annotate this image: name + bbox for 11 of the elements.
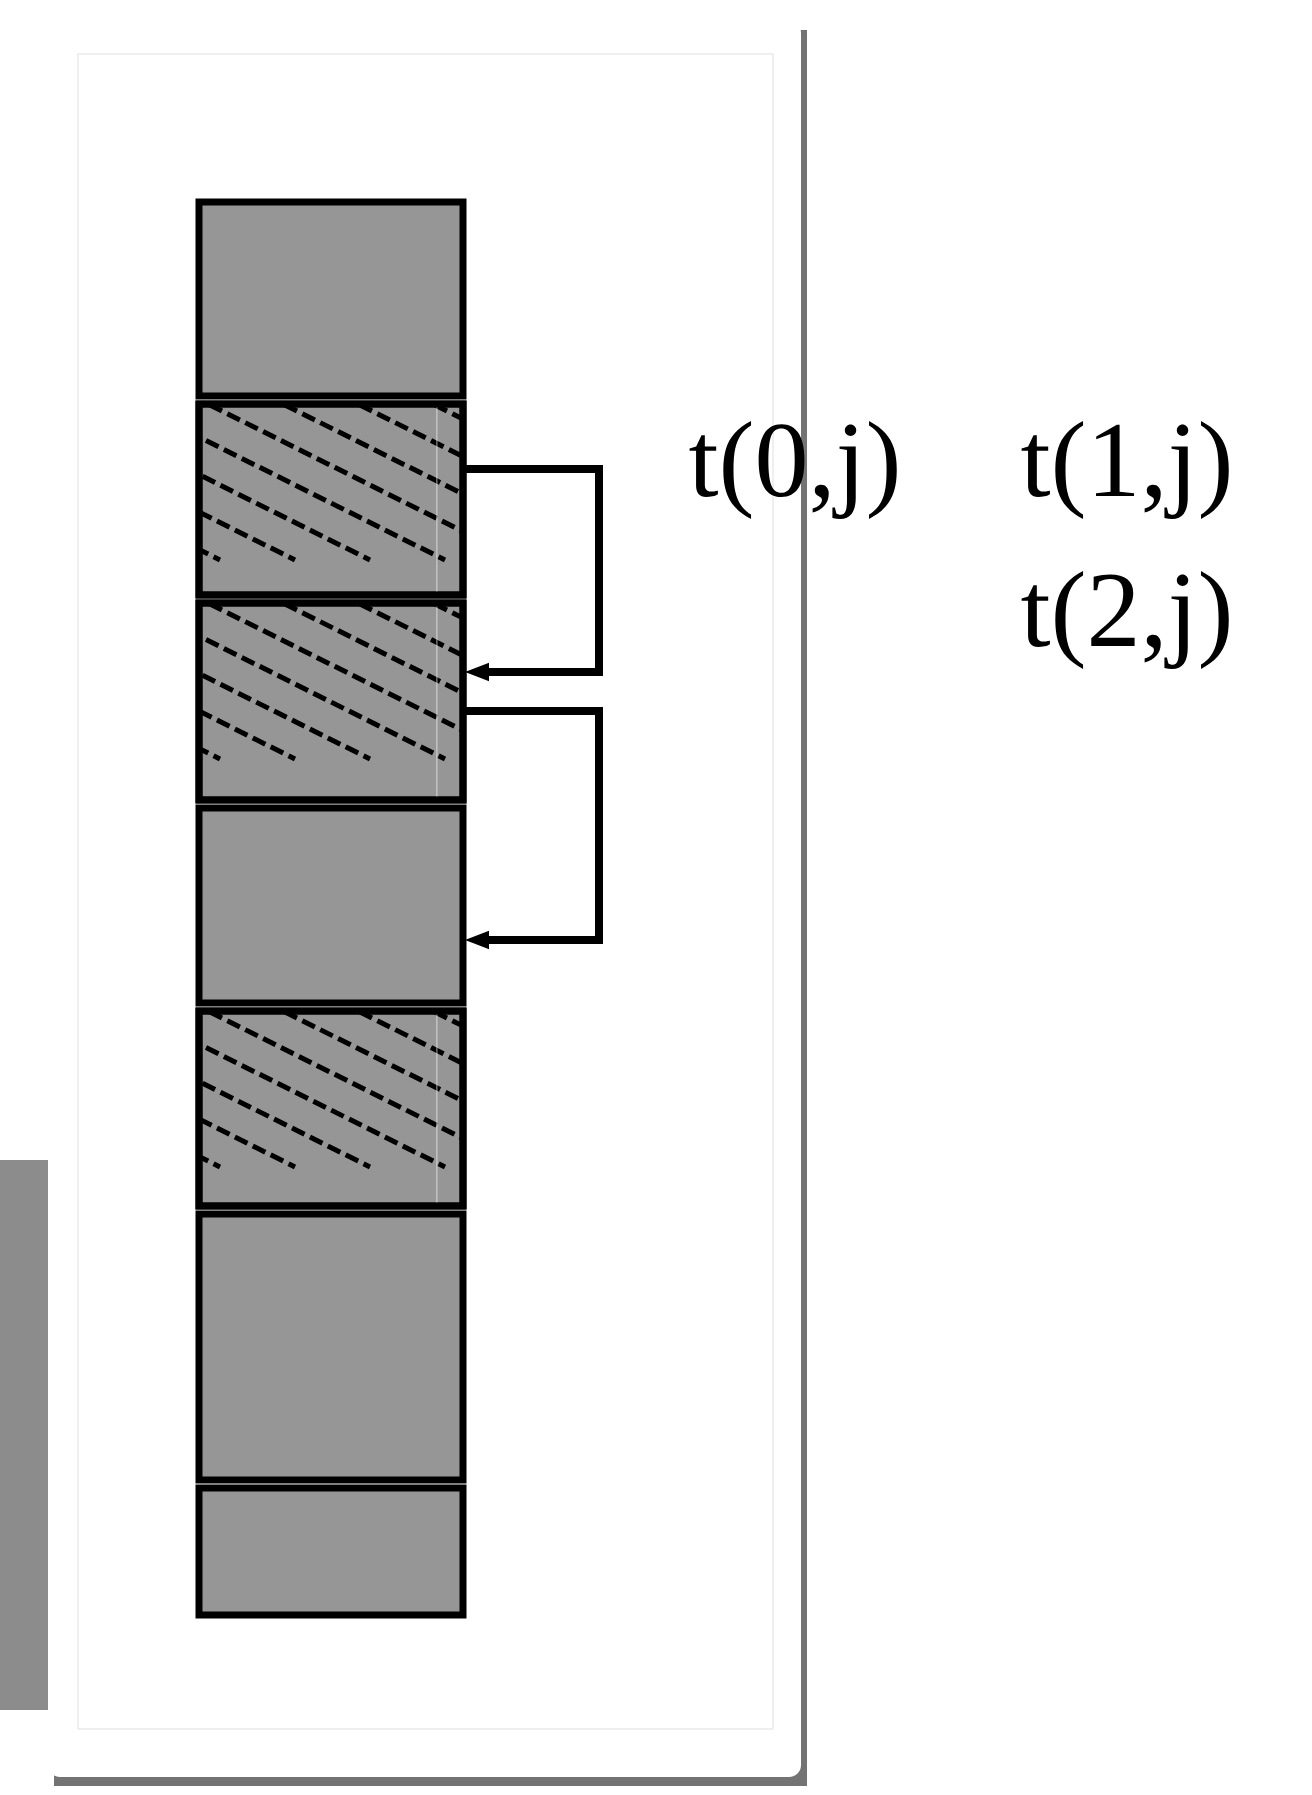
label: t(2,j) [1021, 571, 1229, 669]
block [195, 198, 467, 400]
hatched-block [195, 599, 467, 804]
block [195, 804, 467, 1007]
loop-arrow [463, 707, 603, 950]
hatched-block [195, 1007, 467, 1210]
hatched-block [195, 400, 467, 599]
label: t(0,j) [689, 421, 897, 519]
block [195, 1484, 467, 1619]
label: t(1,j) [1021, 421, 1229, 519]
loop-arrow [463, 465, 603, 682]
